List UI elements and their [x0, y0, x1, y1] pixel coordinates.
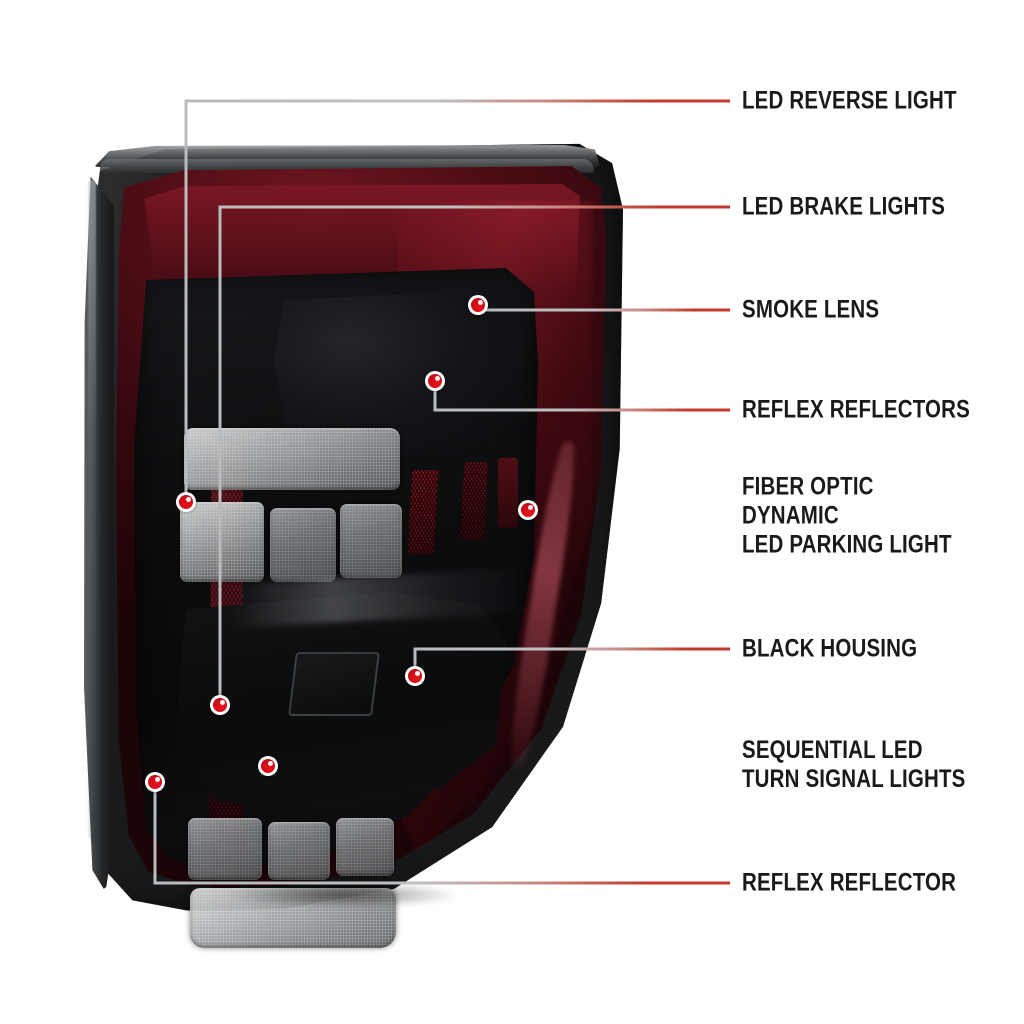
- turn-signal-segment-1: [188, 818, 262, 880]
- callout-dot-reflex-reflectors[interactable]: [425, 371, 445, 391]
- callout-label-fiber-optic-dynamic-led-parking-light: FIBER OPTIC DYNAMIC LED PARKING LIGHT: [742, 472, 952, 559]
- callout-label-sequential-led-turn-signal-lights: SEQUENTIAL LED TURN SIGNAL LIGHTS: [742, 736, 966, 793]
- panel-emblem-notch: [288, 652, 380, 716]
- reflex-reflector-right-3: [498, 458, 518, 528]
- callout-label-led-brake-lights: LED BRAKE LIGHTS: [742, 192, 946, 221]
- callout-dot-sequential-led-turn-signal-lights[interactable]: [258, 756, 278, 776]
- reflex-reflector-right-2: [459, 462, 489, 540]
- callout-label-reflex-reflectors: REFLEX REFLECTORS: [742, 395, 970, 424]
- callout-dot-led-brake-lights[interactable]: [210, 695, 230, 715]
- reflex-reflector-right-1: [407, 470, 439, 554]
- drop-shadow: [228, 882, 458, 908]
- turn-signal-segment-3: [336, 818, 394, 876]
- turn-signal-segment-2: [268, 822, 330, 880]
- callout-label-smoke-lens: SMOKE LENS: [742, 295, 880, 324]
- led-brake-segment-2: [270, 508, 336, 582]
- callout-dot-reflex-reflector[interactable]: [145, 772, 165, 792]
- led-brake-segment-3: [340, 504, 402, 578]
- led-reverse-light-segment: [184, 428, 400, 490]
- callout-dot-fiber-optic-dynamic-led-parking-light[interactable]: [518, 500, 538, 520]
- callout-dot-smoke-lens[interactable]: [468, 295, 488, 315]
- led-brake-segment-1: [180, 502, 264, 582]
- taillight-product-image: [78, 140, 623, 948]
- callout-label-led-reverse-light: LED REVERSE LIGHT: [742, 86, 957, 115]
- left-edge-highlight: [88, 180, 96, 840]
- callout-label-black-housing: BLACK HOUSING: [742, 634, 918, 663]
- callout-dot-led-reverse-light[interactable]: [176, 492, 196, 512]
- callout-dot-black-housing[interactable]: [405, 666, 425, 686]
- callout-label-reflex-reflector: REFLEX REFLECTOR: [742, 868, 957, 897]
